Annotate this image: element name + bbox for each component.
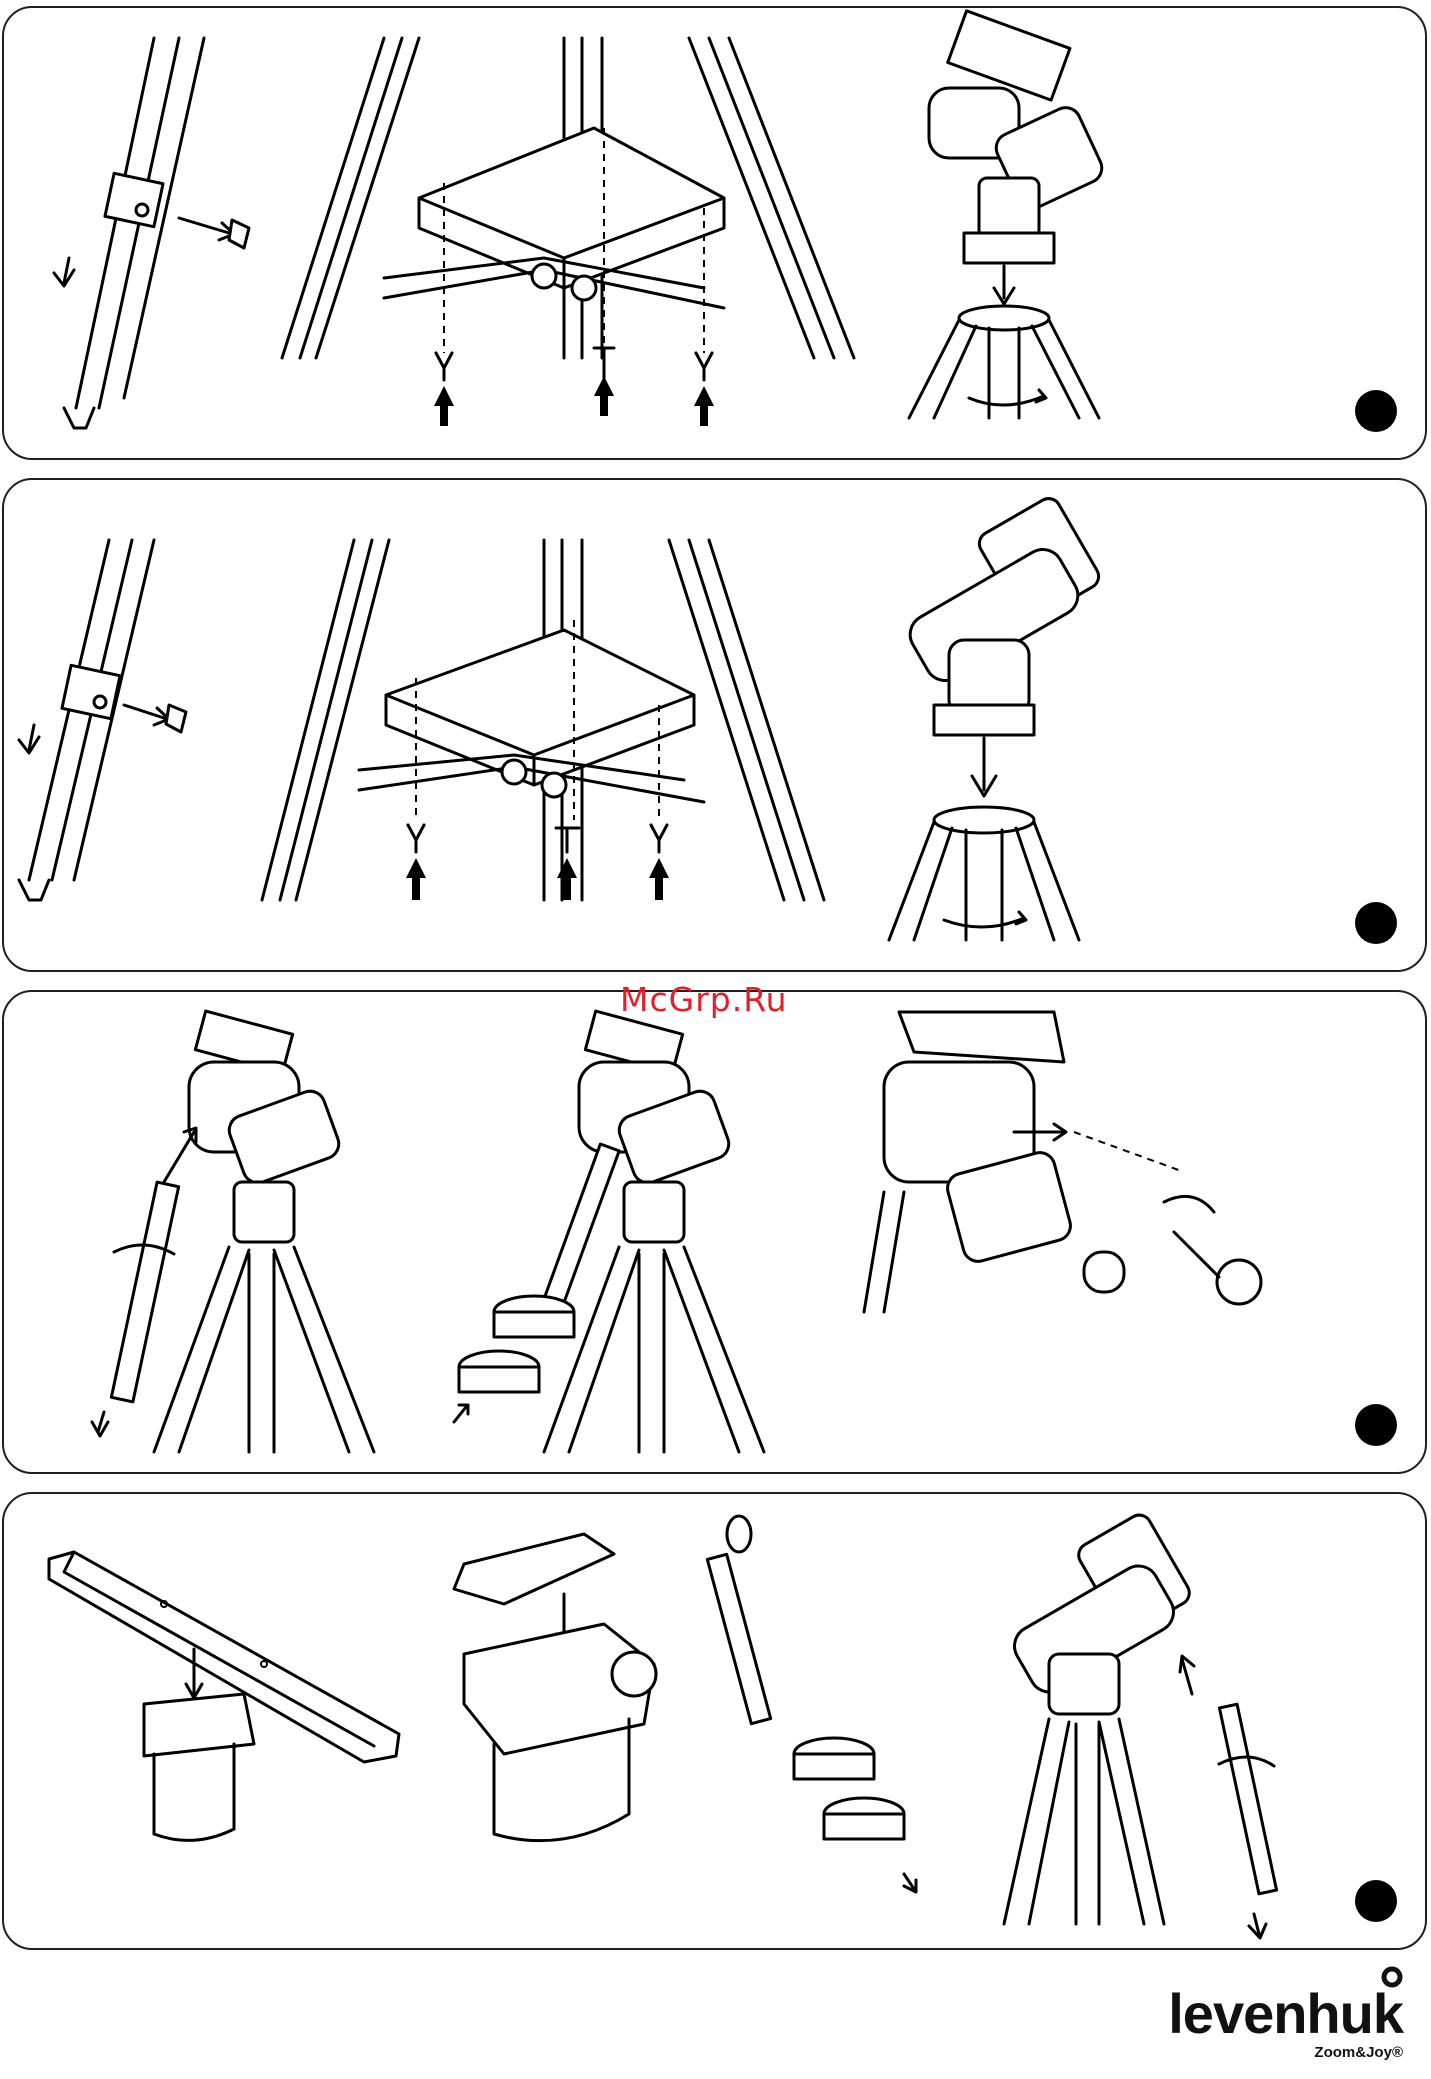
- mount-on-tripod-illustration: [909, 11, 1107, 418]
- step-marker-2: [1355, 902, 1397, 944]
- counterweights-on-shaft-illustration: [707, 1516, 916, 1892]
- instruction-panel-1: [2, 6, 1427, 460]
- counterweight-shaft-install-illustration: [92, 1011, 374, 1452]
- instruction-panel-2: [2, 478, 1427, 972]
- tripod-leg-illustration: [54, 38, 249, 428]
- counterweights-install-illustration: [454, 1011, 764, 1452]
- watermark-text: McGrp.Ru: [620, 980, 788, 1019]
- panel-2-illustration: [4, 480, 1427, 972]
- brand-name: levenhuk: [1168, 1986, 1403, 2042]
- mount-complete-illustration: [1004, 1511, 1277, 1938]
- step-marker-3: [1355, 1404, 1397, 1446]
- slow-motion-cable-install-illustration: [864, 1012, 1261, 1312]
- step-marker-4: [1355, 1880, 1397, 1922]
- accessory-tray-illustration: [262, 540, 824, 900]
- brand-logo: levenhuk Zoom&Joy®: [1168, 1986, 1403, 2061]
- step-marker-1: [1355, 390, 1397, 432]
- panel-4-illustration: [4, 1494, 1427, 1950]
- registered-mark: ®: [1392, 2044, 1403, 2061]
- dovetail-bar-illustration: [49, 1552, 399, 1840]
- brand-tagline: Zoom&Joy®: [1168, 2044, 1403, 2061]
- accessory-tray-illustration: [282, 38, 854, 426]
- saddle-plate-illustration: [454, 1534, 656, 1841]
- panel-3-illustration: [4, 992, 1427, 1474]
- panel-1-illustration: [4, 8, 1427, 460]
- brand-mark-icon: [1381, 1966, 1403, 1988]
- mount-on-tripod-illustration: [889, 494, 1103, 940]
- instruction-panel-4: [2, 1492, 1427, 1950]
- tripod-leg-illustration: [19, 540, 186, 900]
- brand-tagline-text: Zoom&Joy: [1314, 2044, 1392, 2061]
- instruction-panel-3: [2, 990, 1427, 1474]
